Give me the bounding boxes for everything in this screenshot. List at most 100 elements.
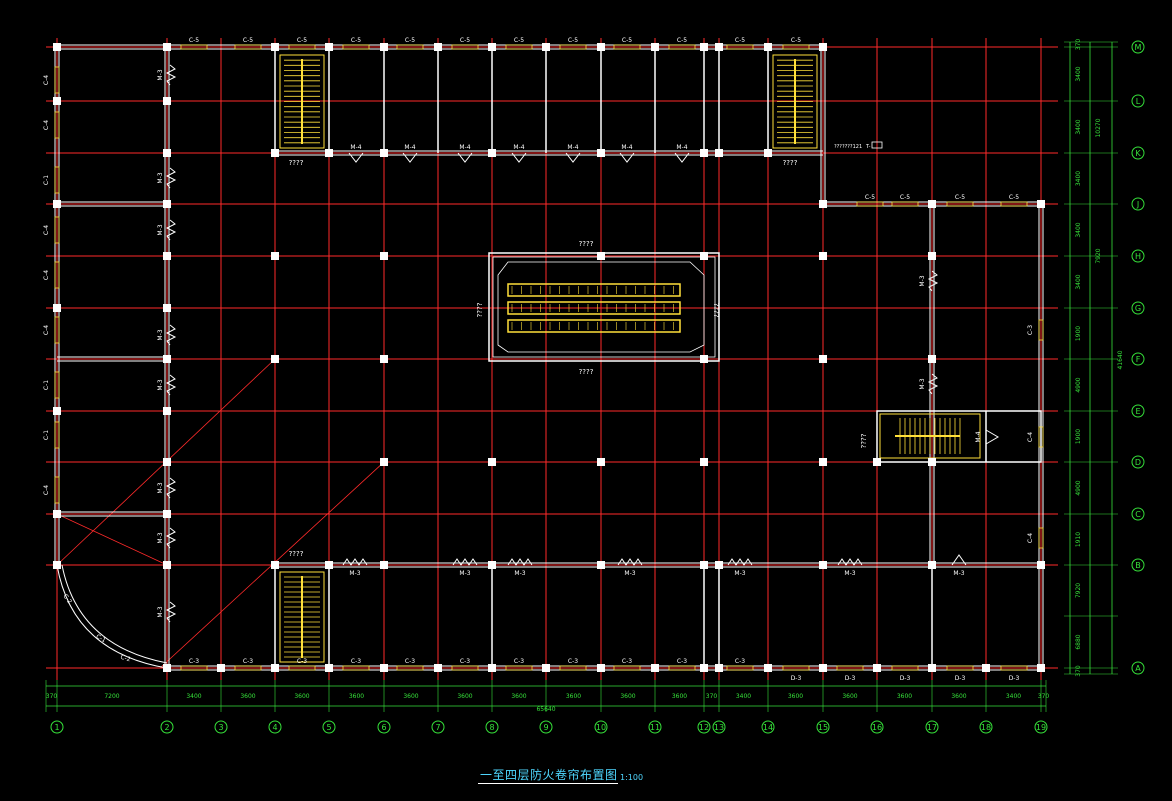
- column: [163, 200, 171, 208]
- window-d3: [891, 665, 919, 671]
- window-west: [54, 261, 60, 289]
- window-c3: [288, 665, 316, 671]
- window-c3-label: C-3: [189, 658, 199, 665]
- fire-shutter-label: M-3: [844, 570, 855, 577]
- window-curve-label: C-2: [61, 593, 73, 605]
- fire-shutter: [927, 373, 939, 395]
- row-axis-label-J: J: [1136, 200, 1139, 209]
- window-c5-label: C-5: [297, 37, 307, 44]
- guide-diagonal: [56, 513, 168, 566]
- column: [217, 664, 225, 672]
- column: [488, 561, 496, 569]
- column: [819, 458, 827, 466]
- dimension-text-bottom: 370: [46, 693, 58, 700]
- dimension-text-right: 3400: [1075, 119, 1082, 134]
- window-c3-label: C-3: [351, 658, 361, 665]
- unknown-label: ????: [579, 240, 594, 248]
- column-axis-bubble: [485, 720, 499, 734]
- window-d3-label: D-3: [900, 675, 911, 682]
- fire-shutter: [165, 167, 177, 189]
- column: [764, 149, 772, 157]
- column: [1037, 561, 1045, 569]
- window-c5-label: C-5: [677, 37, 687, 44]
- dimension-text-right: 4900: [1075, 377, 1082, 392]
- unknown-label: ????: [860, 433, 868, 448]
- dimension-text-bottom: 370: [1038, 693, 1050, 700]
- fire-shutter-label: M-4: [350, 144, 361, 151]
- window-curve-label: C-2: [120, 654, 132, 663]
- drawing-title: 一至四层防火卷帘布置图: [480, 768, 618, 782]
- fire-shutter: [619, 152, 635, 163]
- dimension-text-bottom: 3600: [403, 693, 418, 700]
- dimension-text-right: 1900: [1075, 326, 1082, 341]
- column: [764, 664, 772, 672]
- dimension-text-right: 370: [1075, 665, 1082, 677]
- window-west: [54, 166, 60, 194]
- unknown-label: ????: [476, 302, 484, 317]
- fire-shutter-label: M-3: [157, 69, 164, 80]
- exterior-wall-curve: [61, 564, 168, 664]
- window-d3: [946, 665, 974, 671]
- column: [163, 97, 171, 105]
- column: [271, 355, 279, 363]
- column: [700, 252, 708, 260]
- fire-shutter-label: M-3: [157, 224, 164, 235]
- fire-shutter-label: M-3: [157, 329, 164, 340]
- window-c5-label: C-5: [865, 194, 875, 201]
- column-axis-bubble: [648, 720, 662, 734]
- column: [928, 458, 936, 466]
- column-axis-label-5: 5: [326, 723, 331, 732]
- window-east-label: C-3: [1027, 325, 1034, 335]
- column: [163, 252, 171, 260]
- column: [380, 43, 388, 51]
- window-c5: [668, 44, 696, 50]
- column-axis-bubble: [697, 720, 711, 734]
- window-c5: [1000, 201, 1028, 207]
- column: [700, 149, 708, 157]
- window-west-label: C-4: [43, 485, 50, 495]
- window-c3-label: C-3: [405, 658, 415, 665]
- equipment-tag: T-: [865, 144, 871, 150]
- column: [163, 43, 171, 51]
- column: [53, 510, 61, 518]
- fire-shutter-label: M-3: [157, 532, 164, 543]
- dimension-text-bottom: 3600: [672, 693, 687, 700]
- column: [928, 561, 936, 569]
- column-axis-bubble: [761, 720, 775, 734]
- column: [53, 200, 61, 208]
- column: [271, 149, 279, 157]
- column: [163, 355, 171, 363]
- column: [380, 149, 388, 157]
- column: [715, 561, 723, 569]
- row-axis-bubble: [1131, 197, 1145, 211]
- fire-shutter-label: M-4: [975, 431, 982, 442]
- fire-shutter: [837, 558, 863, 566]
- column-axis-bubble: [1034, 720, 1048, 734]
- fire-shutter: [985, 429, 999, 445]
- window-west: [54, 111, 60, 139]
- column-axis-bubble: [268, 720, 282, 734]
- window-c3-label: C-3: [514, 658, 524, 665]
- window-west-label: C-4: [43, 325, 50, 335]
- column-axis-bubble: [214, 720, 228, 734]
- row-axis-label-L: L: [1136, 97, 1141, 106]
- column: [380, 664, 388, 672]
- column: [651, 43, 659, 51]
- row-axis-bubble: [1131, 249, 1145, 263]
- column-axis-label-2: 2: [164, 723, 169, 732]
- fire-shutter-label: M-4: [567, 144, 578, 151]
- row-axis-bubble: [1131, 94, 1145, 108]
- column: [380, 252, 388, 260]
- column-axis-label-6: 6: [381, 723, 386, 732]
- column: [163, 561, 171, 569]
- column-axis-label-7: 7: [435, 723, 440, 732]
- dimension-text-total: 65640: [536, 706, 555, 713]
- fire-shutter-label: M-4: [621, 144, 632, 151]
- dimension-text-bottom: 3600: [788, 693, 803, 700]
- column: [819, 664, 827, 672]
- fire-shutter: [507, 558, 533, 566]
- column-axis-label-10: 10: [596, 723, 606, 732]
- unknown-label: ????: [289, 550, 304, 558]
- column: [53, 407, 61, 415]
